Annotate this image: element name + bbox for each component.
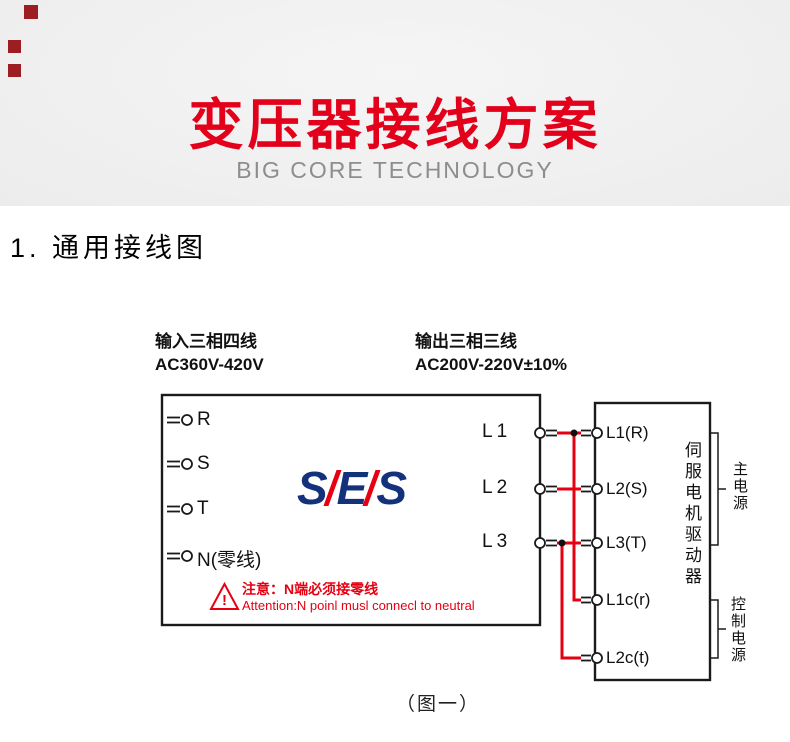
decorative-red-square xyxy=(8,40,21,53)
page-title: 变压器接线方案 xyxy=(188,94,602,156)
figure-caption: （图一） xyxy=(396,694,481,715)
main-power-label: 主电源 xyxy=(731,461,748,512)
transformer-output-terminal-icons xyxy=(534,427,557,549)
warning-text-cn: 注意：N端必须接零线 xyxy=(242,581,379,597)
page-subtitle: BIG CORE TECHNOLOGY xyxy=(236,157,554,183)
servo-terminal-l2s: L2(S) xyxy=(606,479,648,498)
input-spec-line1: 输入三相四线 xyxy=(155,332,257,351)
terminal-label-r: R xyxy=(197,409,211,430)
section-heading: 1. 通用接线图 xyxy=(10,233,208,263)
wire-junction-dot xyxy=(558,539,566,547)
servo-terminal-l2c: L2c(t) xyxy=(606,648,650,667)
warning-exclamation: ! xyxy=(222,592,227,609)
servo-terminal-l1c: L1c(r) xyxy=(606,590,651,609)
brand-logo-text: SES xyxy=(297,462,417,514)
wire-junction-dot xyxy=(570,429,578,437)
output-spec-line1: 输出三相三线 xyxy=(415,332,517,351)
control-power-label: 控制电源 xyxy=(729,596,746,664)
header-banner: 变压器接线方案 BIG CORE TECHNOLOGY xyxy=(0,0,790,206)
decorative-red-square xyxy=(24,5,38,19)
terminal-label-s: S xyxy=(197,453,210,474)
terminal-label-n: N(零线) xyxy=(197,550,262,571)
terminal-label-l2: L2 xyxy=(482,477,512,498)
warning-triangle-icon: ! xyxy=(209,581,240,610)
terminal-label-t: T xyxy=(197,498,209,519)
servo-input-terminal-icons xyxy=(581,427,603,664)
main-power-bracket xyxy=(711,432,726,546)
input-spec-line2: AC360V-420V xyxy=(155,355,264,374)
output-spec-line2: AC200V-220V±10% xyxy=(415,355,568,374)
servo-terminal-l1r: L1(R) xyxy=(606,423,649,442)
servo-drive-name: 伺服电机驱动器 xyxy=(682,441,701,588)
terminal-label-l1: L1 xyxy=(482,421,512,442)
decorative-red-square xyxy=(8,64,21,77)
terminal-label-l3: L3 xyxy=(482,531,512,552)
brand-logo: SES xyxy=(297,461,467,517)
servo-terminal-l3t: L3(T) xyxy=(606,533,647,552)
warning-text-en: Attention:N poinl musl connecl to neutra… xyxy=(242,598,475,613)
control-power-bracket xyxy=(711,599,726,659)
transformer-input-terminal-icons xyxy=(167,414,193,562)
